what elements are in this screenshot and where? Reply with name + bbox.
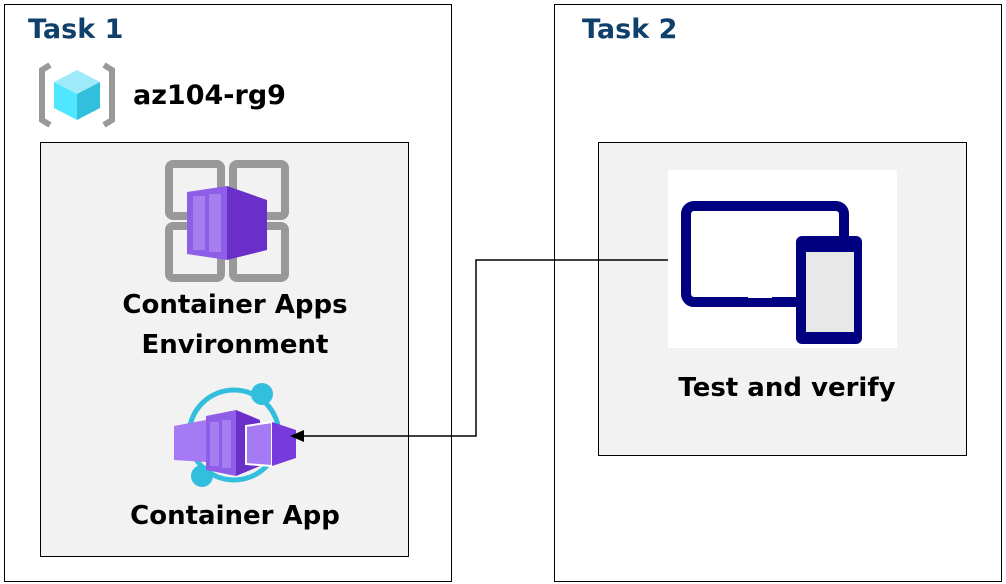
task2-title: Task 2 [582,14,678,45]
task1-title: Task 1 [28,14,124,45]
resource-group-name: az104-rg9 [133,80,286,111]
container-app-icon [174,383,296,487]
task2-panel [554,4,1002,582]
devices-icon [668,170,897,348]
test-label: Test and verify [678,373,896,403]
container-apps-environment-icon [165,160,289,282]
container-app-label: Container App [130,501,340,531]
resource-group-icon [39,62,115,128]
task1-panel [4,4,452,582]
environment-label-line1: Container Apps [122,290,348,320]
environment-label-line2: Environment [141,330,329,360]
